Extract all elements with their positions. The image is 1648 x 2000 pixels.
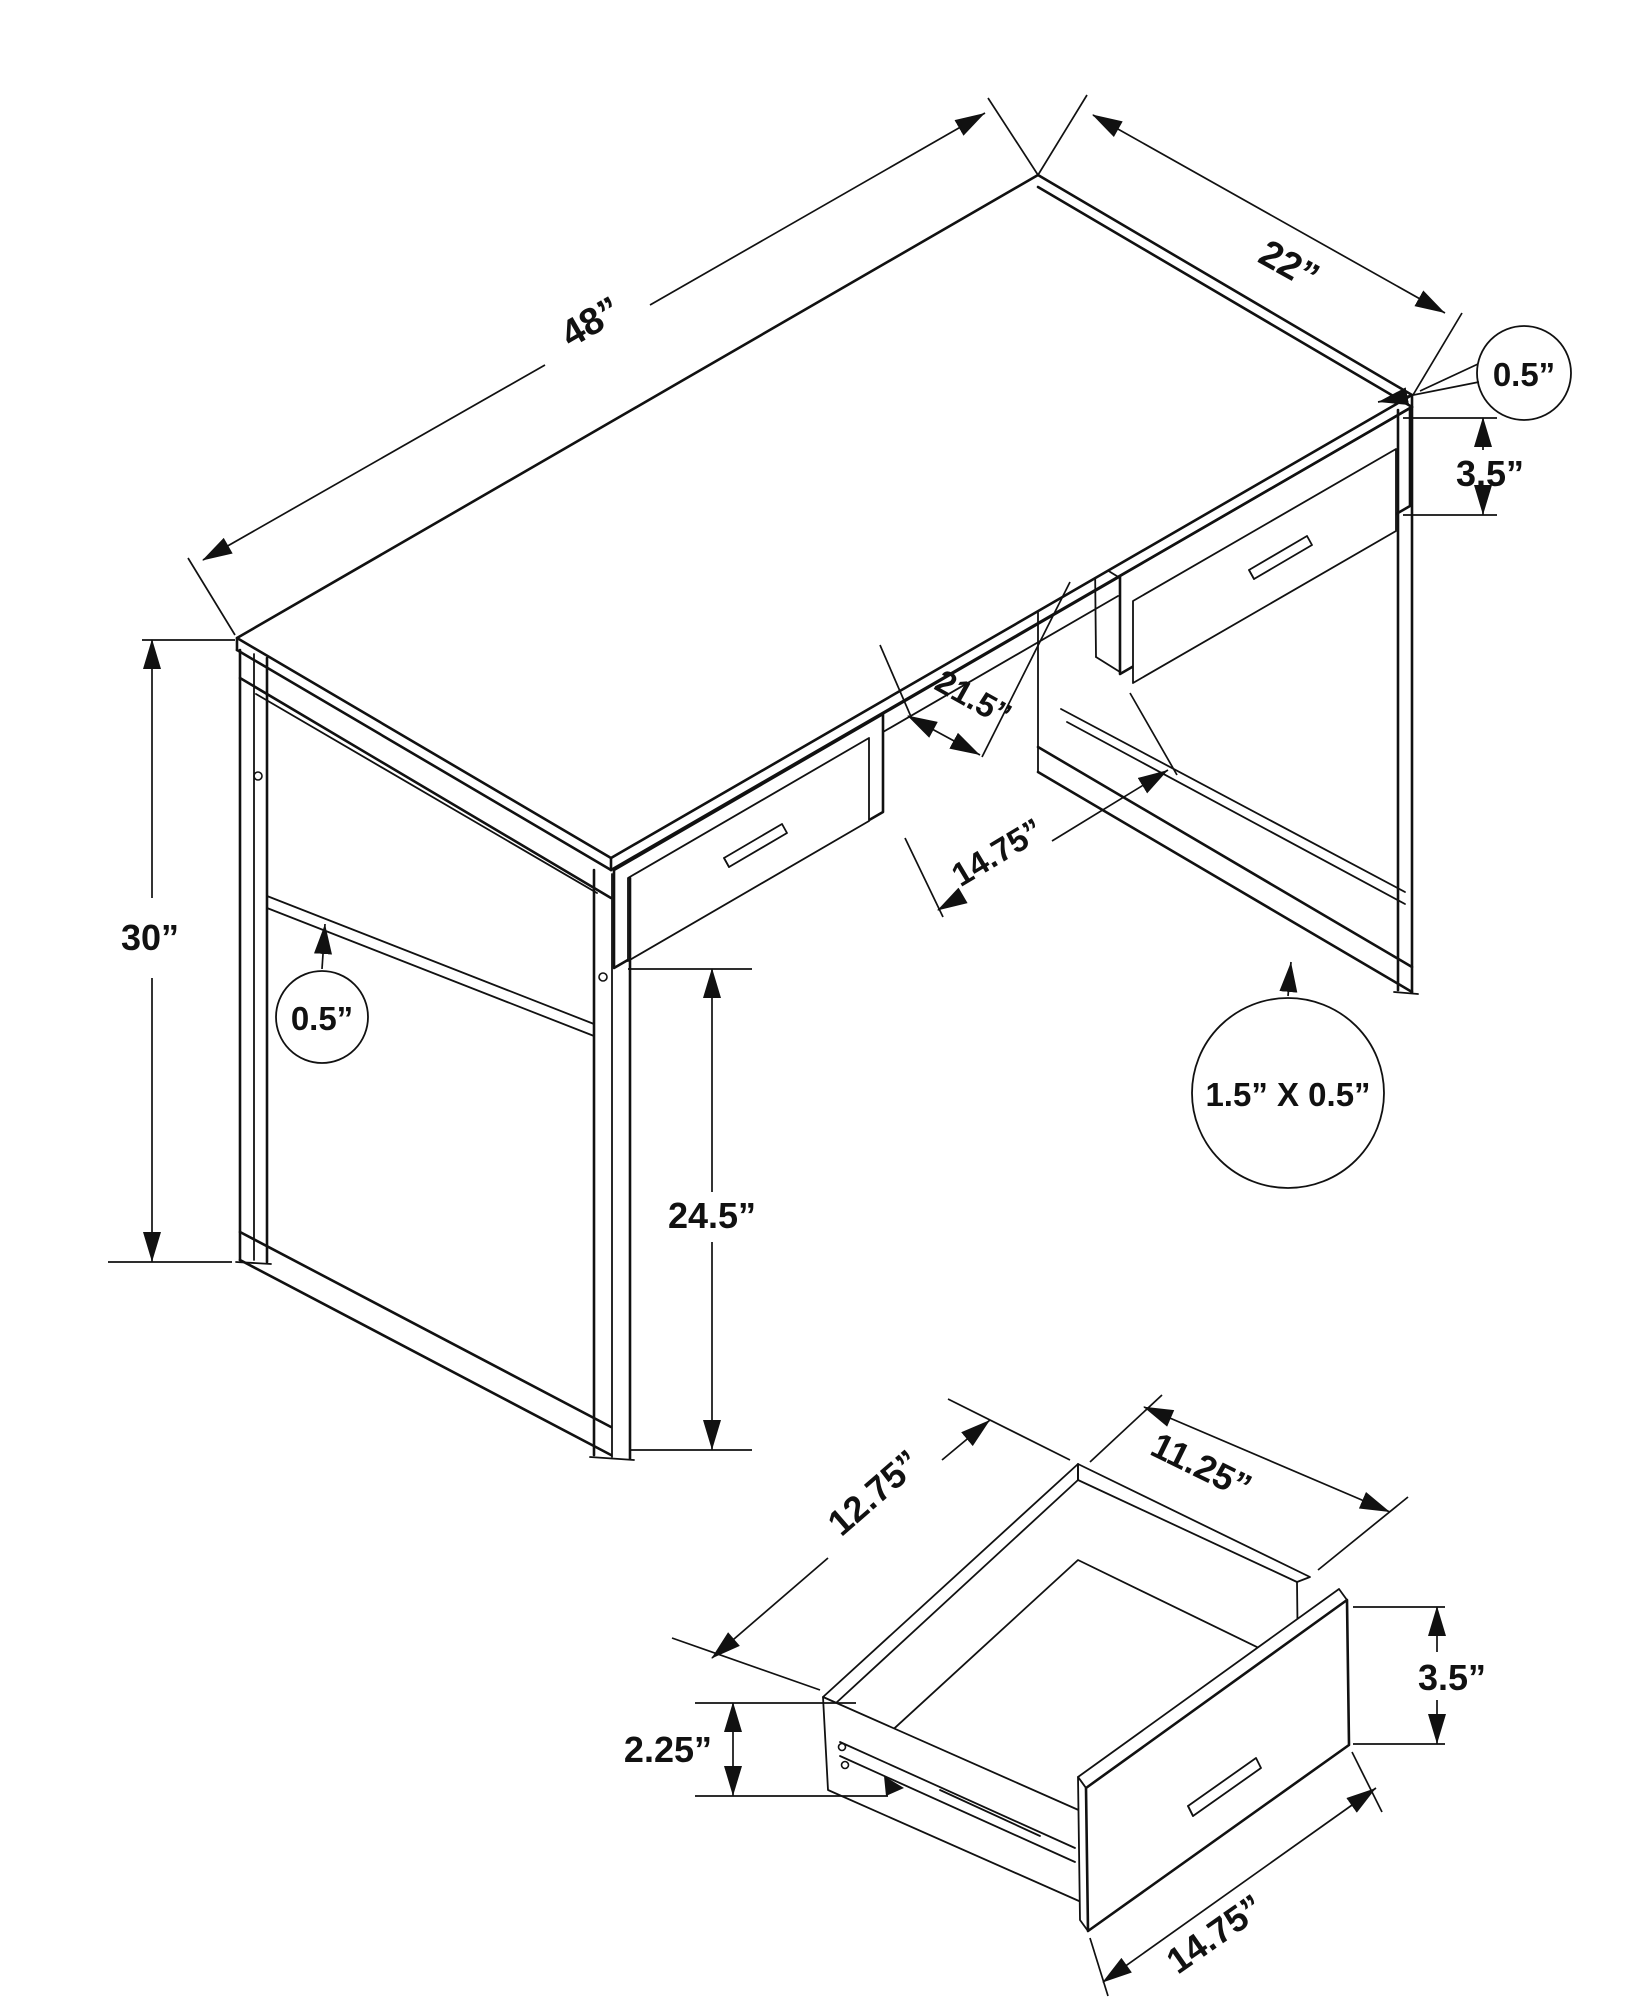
left-drawer-handle xyxy=(723,823,788,868)
drawer-front-height-label: 3.5” xyxy=(1418,1657,1486,1698)
desk-dimensions: 48” 22” 0.5” 3.5” xyxy=(108,94,1572,1451)
frame-tube-label: 1.5” X 0.5” xyxy=(1205,1076,1370,1113)
left-drawer-front xyxy=(627,737,870,962)
panel-tube-label: 0.5” xyxy=(291,1000,353,1037)
desk-left-panel xyxy=(235,648,613,1457)
drawer-face-height-label: 3.5” xyxy=(1456,453,1524,494)
drawer-front-width-label: 14.75” xyxy=(1159,1886,1271,1982)
right-drawer-front xyxy=(1132,448,1397,684)
callout-panel-tube: 0.5” xyxy=(275,923,369,1064)
drawer-inner-width-label: 11.25” xyxy=(1145,1424,1258,1507)
dim-drawer-inner-width: 11.25” xyxy=(1089,1394,1409,1571)
front-right-leg xyxy=(1393,405,1419,995)
kneehole-depth-label: 21.5” xyxy=(929,662,1018,734)
leg-clearance-label: 24.5” xyxy=(668,1195,756,1236)
front-left-leg xyxy=(589,868,635,1461)
desk-height-label: 30” xyxy=(121,917,179,958)
kneehole-width-label: 14.75” xyxy=(945,811,1049,894)
drawer-detail-drawing xyxy=(822,1463,1351,1933)
screw-hole xyxy=(253,771,263,781)
dim-drawer-face-height: 3.5” xyxy=(1403,417,1524,516)
drawer-side-wall xyxy=(822,1696,1089,1906)
dim-drawer-side-height: 2.25” xyxy=(624,1702,888,1797)
dim-leg-clearance: 24.5” xyxy=(628,968,756,1451)
drawer-side-height-label: 2.25” xyxy=(624,1729,712,1770)
drawer-slide-rail xyxy=(837,1741,1076,1863)
dim-drawer-front-height: 3.5” xyxy=(1353,1606,1486,1745)
callout-frame-tube: 1.5” X 0.5” xyxy=(1191,961,1385,1189)
drawer-depth-label: 12.75” xyxy=(820,1442,928,1544)
screw-hole xyxy=(598,972,608,982)
callout-top-thickness: 0.5” xyxy=(1377,325,1572,421)
desk-depth-label: 22” xyxy=(1252,232,1326,298)
right-drawer-handle xyxy=(1248,535,1313,580)
desk-drawing xyxy=(235,173,1419,1461)
dim-desk-height: 30” xyxy=(108,639,235,1263)
top-thickness-label: 0.5” xyxy=(1493,356,1555,393)
desk-width-label: 48” xyxy=(554,289,628,356)
